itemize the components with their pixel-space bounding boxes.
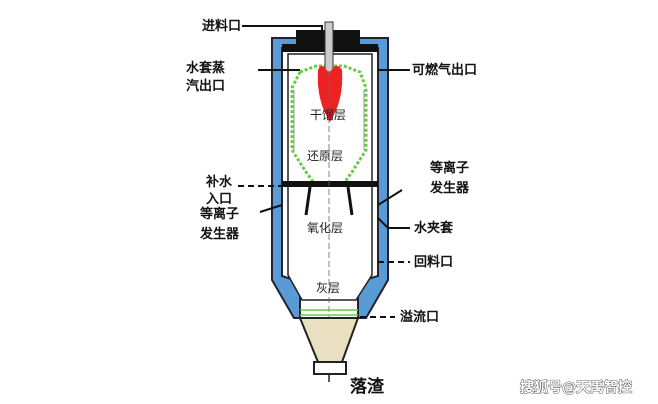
feed-tube bbox=[324, 21, 334, 73]
ash-cone bbox=[298, 317, 360, 363]
label-slag: 落渣 bbox=[350, 376, 385, 397]
grate bbox=[282, 181, 378, 187]
label-overflow-outlet: 溢流口 bbox=[400, 309, 439, 325]
flame bbox=[317, 65, 343, 122]
label-jacket-steam-outlet: 水套蒸 bbox=[186, 60, 225, 76]
label-drying-layer: 干馏层 bbox=[310, 108, 346, 122]
label-return-inlet: 回料口 bbox=[414, 254, 453, 270]
label-water-inlet: 补水 bbox=[205, 174, 233, 190]
label-plasma-left: 等离子 bbox=[199, 206, 239, 222]
label-plasma-right: 等离子 bbox=[429, 160, 469, 176]
oxidation-throat bbox=[304, 186, 354, 216]
label-plasma-right-2: 发生器 bbox=[429, 180, 470, 196]
label-oxidation-layer: 氧化层 bbox=[307, 221, 343, 235]
label-feed-inlet: 进料口 bbox=[202, 18, 241, 34]
refractory-lining bbox=[290, 64, 368, 187]
label-jacket-steam-outlet-2: 汽出口 bbox=[186, 78, 225, 94]
label-reduction-layer: 还原层 bbox=[307, 149, 343, 163]
label-gas-outlet: 可燃气出口 bbox=[412, 62, 477, 78]
inner-chamber bbox=[287, 53, 373, 301]
label-plasma-left-2: 发生器 bbox=[199, 226, 240, 242]
label-water-inlet-2: 入口 bbox=[206, 192, 232, 207]
label-ash-layer: 灰层 bbox=[316, 281, 340, 295]
watermark: 搜狐号@天禹智控 bbox=[520, 379, 632, 396]
label-water-jacket: 水夹套 bbox=[414, 220, 454, 236]
